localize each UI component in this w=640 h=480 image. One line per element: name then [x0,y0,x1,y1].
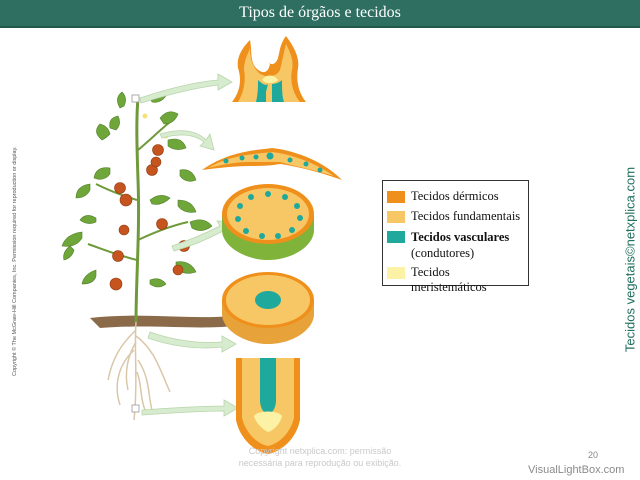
stem-cross-section [222,184,314,260]
swatch-meristematic [387,267,405,279]
swatch-ground [387,211,405,223]
soil [90,315,232,328]
tomato-fruits [109,144,190,291]
title-bar: Tipos de órgãos e tecidos [0,0,640,28]
root-tip-marker [131,404,140,413]
swatch-vascular [387,231,405,243]
legend-label-ground: Tecidos fundamentais [411,209,521,223]
tissue-legend: Tecidos dérmicos Tecidos fundamentais Te… [382,180,529,294]
slide-title: Tipos de órgãos e tecidos [239,4,401,21]
watermark-line-1: Copyright netxplica.com: permissão [248,446,392,456]
leaves [61,91,213,288]
swatch-dermal [387,191,405,203]
watermark: Copyright netxplica.com: permissão neces… [220,445,420,469]
root-cross-section [222,272,314,344]
legend-item-vascular: Tecidos vasculares (condutores) [387,229,509,261]
pointer-arrows [139,73,239,417]
leaf-cross-section [202,148,342,180]
legend-item-meristematic: Tecidos meristemáticos [387,265,528,295]
legend-label-dermal: Tecidos dérmicos [411,189,499,203]
shoot-tip-marker [131,94,140,103]
shoot-apex-section [232,36,306,102]
legend-item-dermal: Tecidos dérmicos [387,189,499,204]
legend-item-ground: Tecidos fundamentais [387,209,520,224]
footer-brand: VisualLightBox.com [528,464,625,476]
legend-label-vascular: Tecidos vasculares [411,230,510,244]
legend-sublabel-vascular: (condutores) [411,246,475,260]
legend-label-meristematic: Tecidos meristemáticos [411,265,487,294]
root-system [107,321,171,421]
watermark-line-2: necessária para reprodução ou exibição. [238,458,402,468]
page-number: 20 [588,450,599,460]
root-tip-section [236,358,300,454]
stem [87,97,189,323]
